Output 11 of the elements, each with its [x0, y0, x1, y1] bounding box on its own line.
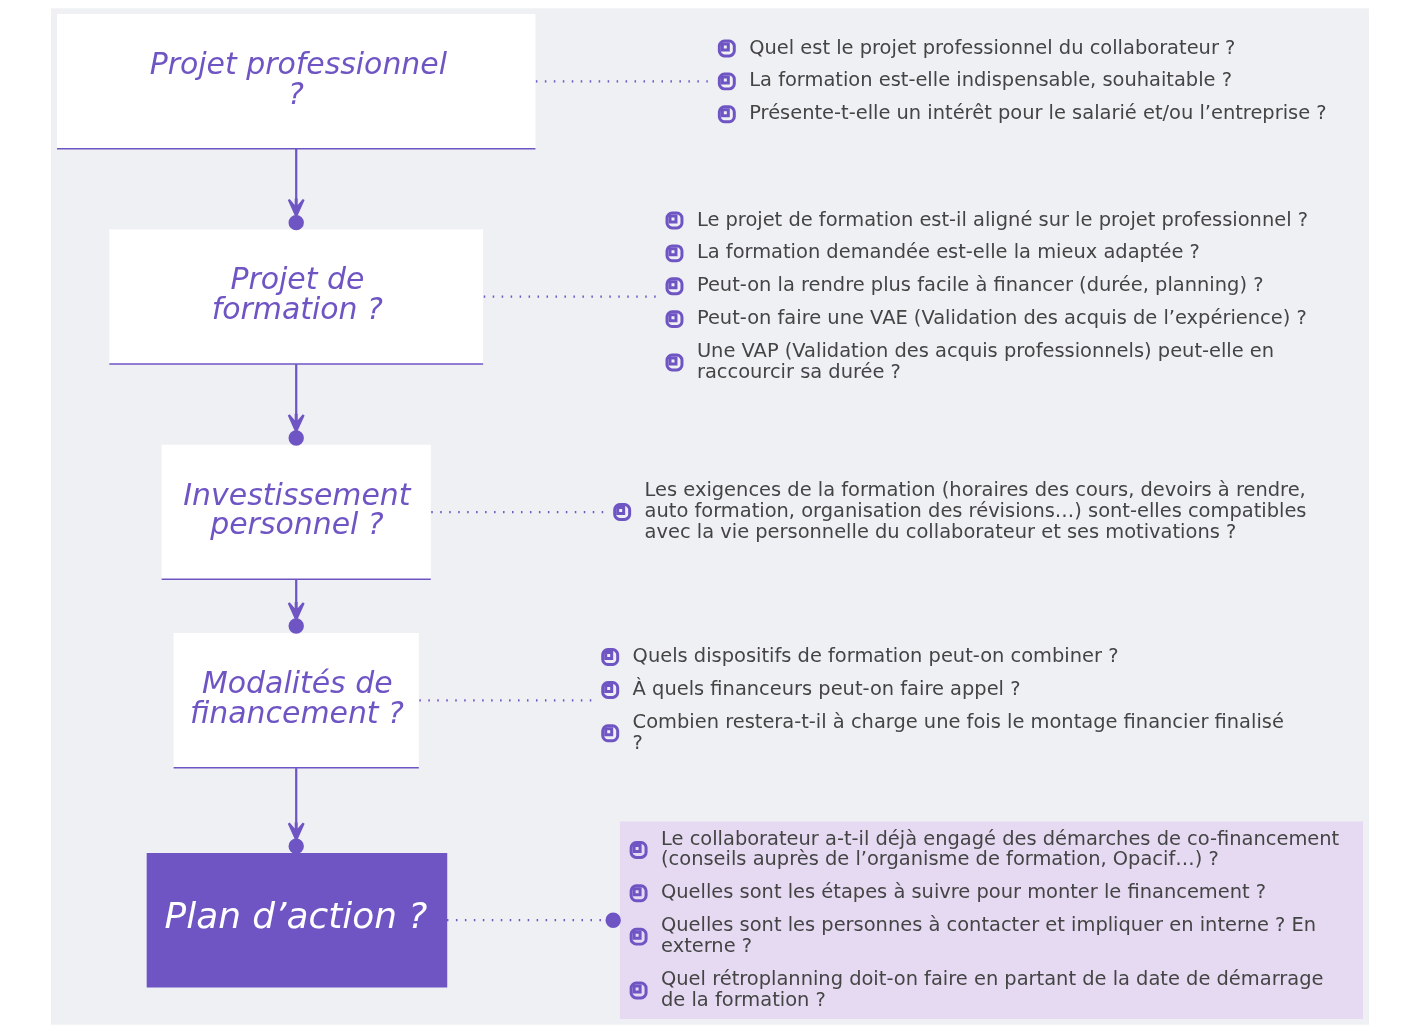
- arrow: [287, 579, 305, 634]
- node-box: Le collaborateur a-t-il déjà engagé des démarches de co-financement (conseils auprès de l’organisme de formation, Opacif…) ? Quelles sont les étapes à suivre pour monter le financement ? Quelles sont les personnes à contacter et impliquer en interne ? En externe ? Quel rétroplanning doit-on faire en partant de la date de démarrage de la formation ?: [619, 821, 1363, 1019]
- arrow: [287, 768, 305, 854]
- node-label: Les exigences de la formation (horaires des cours, devoirs à rendre, auto formation, organisation des révisions…) sont-elles compatibles avec la vie personnelle du collaborateur et ses motivations ?: [644, 478, 1307, 544]
- arrow: [287, 148, 305, 231]
- node-text: Quel est le projet professionnel du collaborateur ? La formation est-elle indispensable, souhaitable ? Présente-t-elle un intérêt pour le salarié et/ou l’entreprise ?: [749, 35, 1327, 125]
- connector: [446, 912, 621, 928]
- node-box: Plan d’action ?: [146, 852, 448, 988]
- node-text: Le projet de formation est-il aligné sur le projet professionnel ? La formation demandée est-elle la mieux adaptée ? Peut-on la rendre plus facile à financer (durée, planning) ? Peut-on faire une VAE (Validation des acquis de l’expérience) ? Une VAP (Validation des acquis professionnels) peut-elle en raccourcir sa durée ?: [696, 207, 1309, 384]
- node-text: Quels dispositifs de formation peut-on combiner ? À quels financeurs peut-on faire appel ? Combien restera-t-il à charge une fois le montage financier finalisé ?: [632, 644, 1284, 754]
- arrow: [287, 364, 305, 446]
